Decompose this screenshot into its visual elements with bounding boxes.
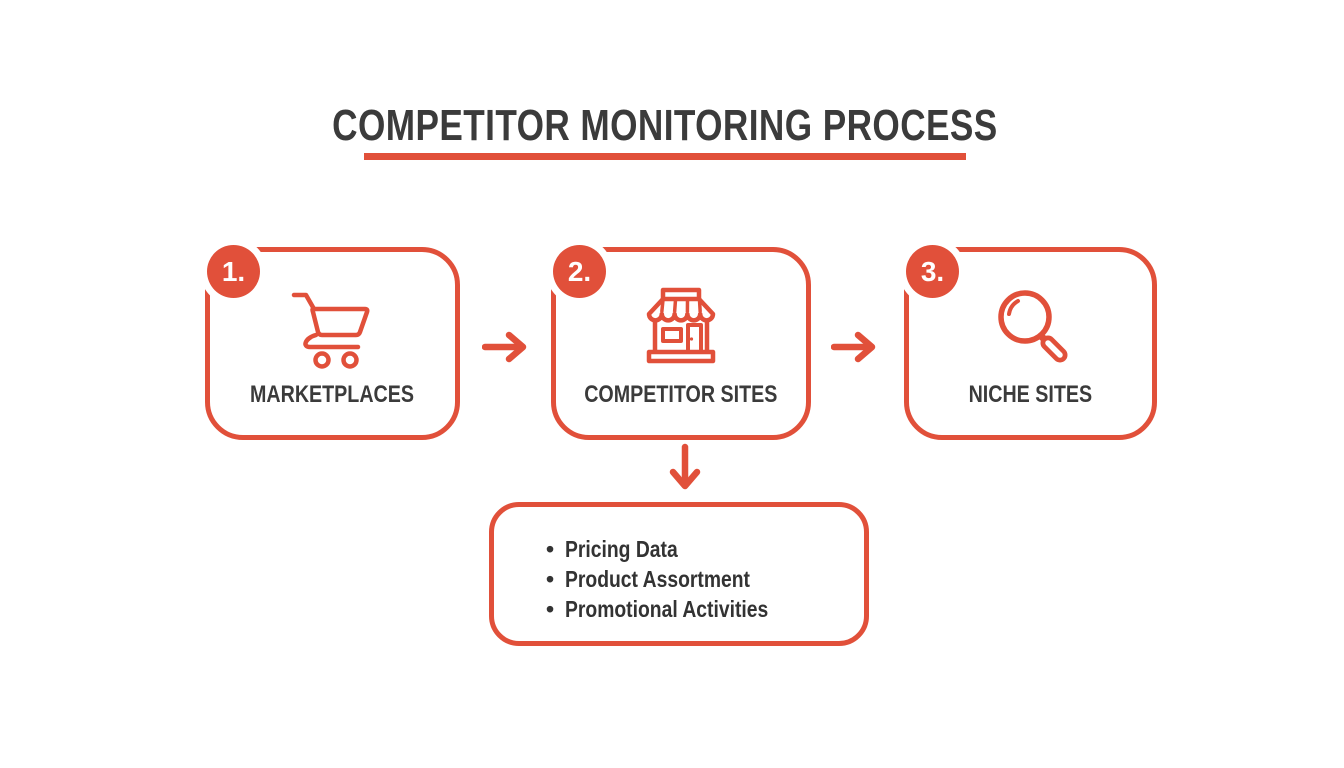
arrow-down-icon: [669, 443, 701, 490]
details-box: • Pricing Data • Product Assortment • Pr…: [489, 502, 869, 646]
step-3-icon-wrap: [909, 274, 1152, 386]
step-box-niche-sites: 3. NICHE SITES: [904, 245, 1157, 440]
bullet-dot: •: [546, 566, 555, 592]
page-title-block: COMPETITOR MONITORING PROCESS: [0, 103, 1330, 160]
list-item: • Pricing Data: [546, 536, 678, 562]
step-3-label: NICHE SITES: [968, 381, 1093, 408]
step-number-3: 3.: [920, 255, 945, 287]
page-title: COMPETITOR MONITORING PROCESS: [332, 101, 998, 150]
arrow-right-icon: [831, 331, 876, 363]
step-number-badge-3: 3.: [906, 245, 959, 298]
details-list: • Pricing Data • Product Assortment • Pr…: [494, 507, 864, 624]
storefront-icon: [646, 287, 716, 364]
step-number-1: 1.: [221, 255, 246, 287]
step-box-marketplaces: 1. MARKETPLACES: [205, 245, 460, 440]
magnifying-glass-icon: [997, 290, 1067, 363]
step-number-2: 2.: [567, 255, 592, 287]
title-underline: [364, 153, 966, 160]
bullet-dot: •: [546, 536, 555, 562]
step-box-competitor-sites: 2. COMPETITOR SITES: [551, 245, 811, 440]
step-number-badge-1: 1.: [207, 245, 260, 298]
step-1-icon-wrap: [210, 274, 455, 386]
step-2-label: COMPETITOR SITES: [584, 381, 778, 408]
step-2-icon-wrap: [556, 274, 806, 386]
list-item: • Product Assortment: [546, 566, 751, 592]
bullet-dot: •: [546, 596, 555, 622]
step-number-badge-2: 2.: [553, 245, 606, 298]
arrow-right-icon: [482, 331, 527, 363]
step-1-label: MARKETPLACES: [250, 381, 415, 408]
list-item: • Promotional Activities: [546, 596, 769, 622]
shopping-cart-icon: [291, 292, 369, 369]
